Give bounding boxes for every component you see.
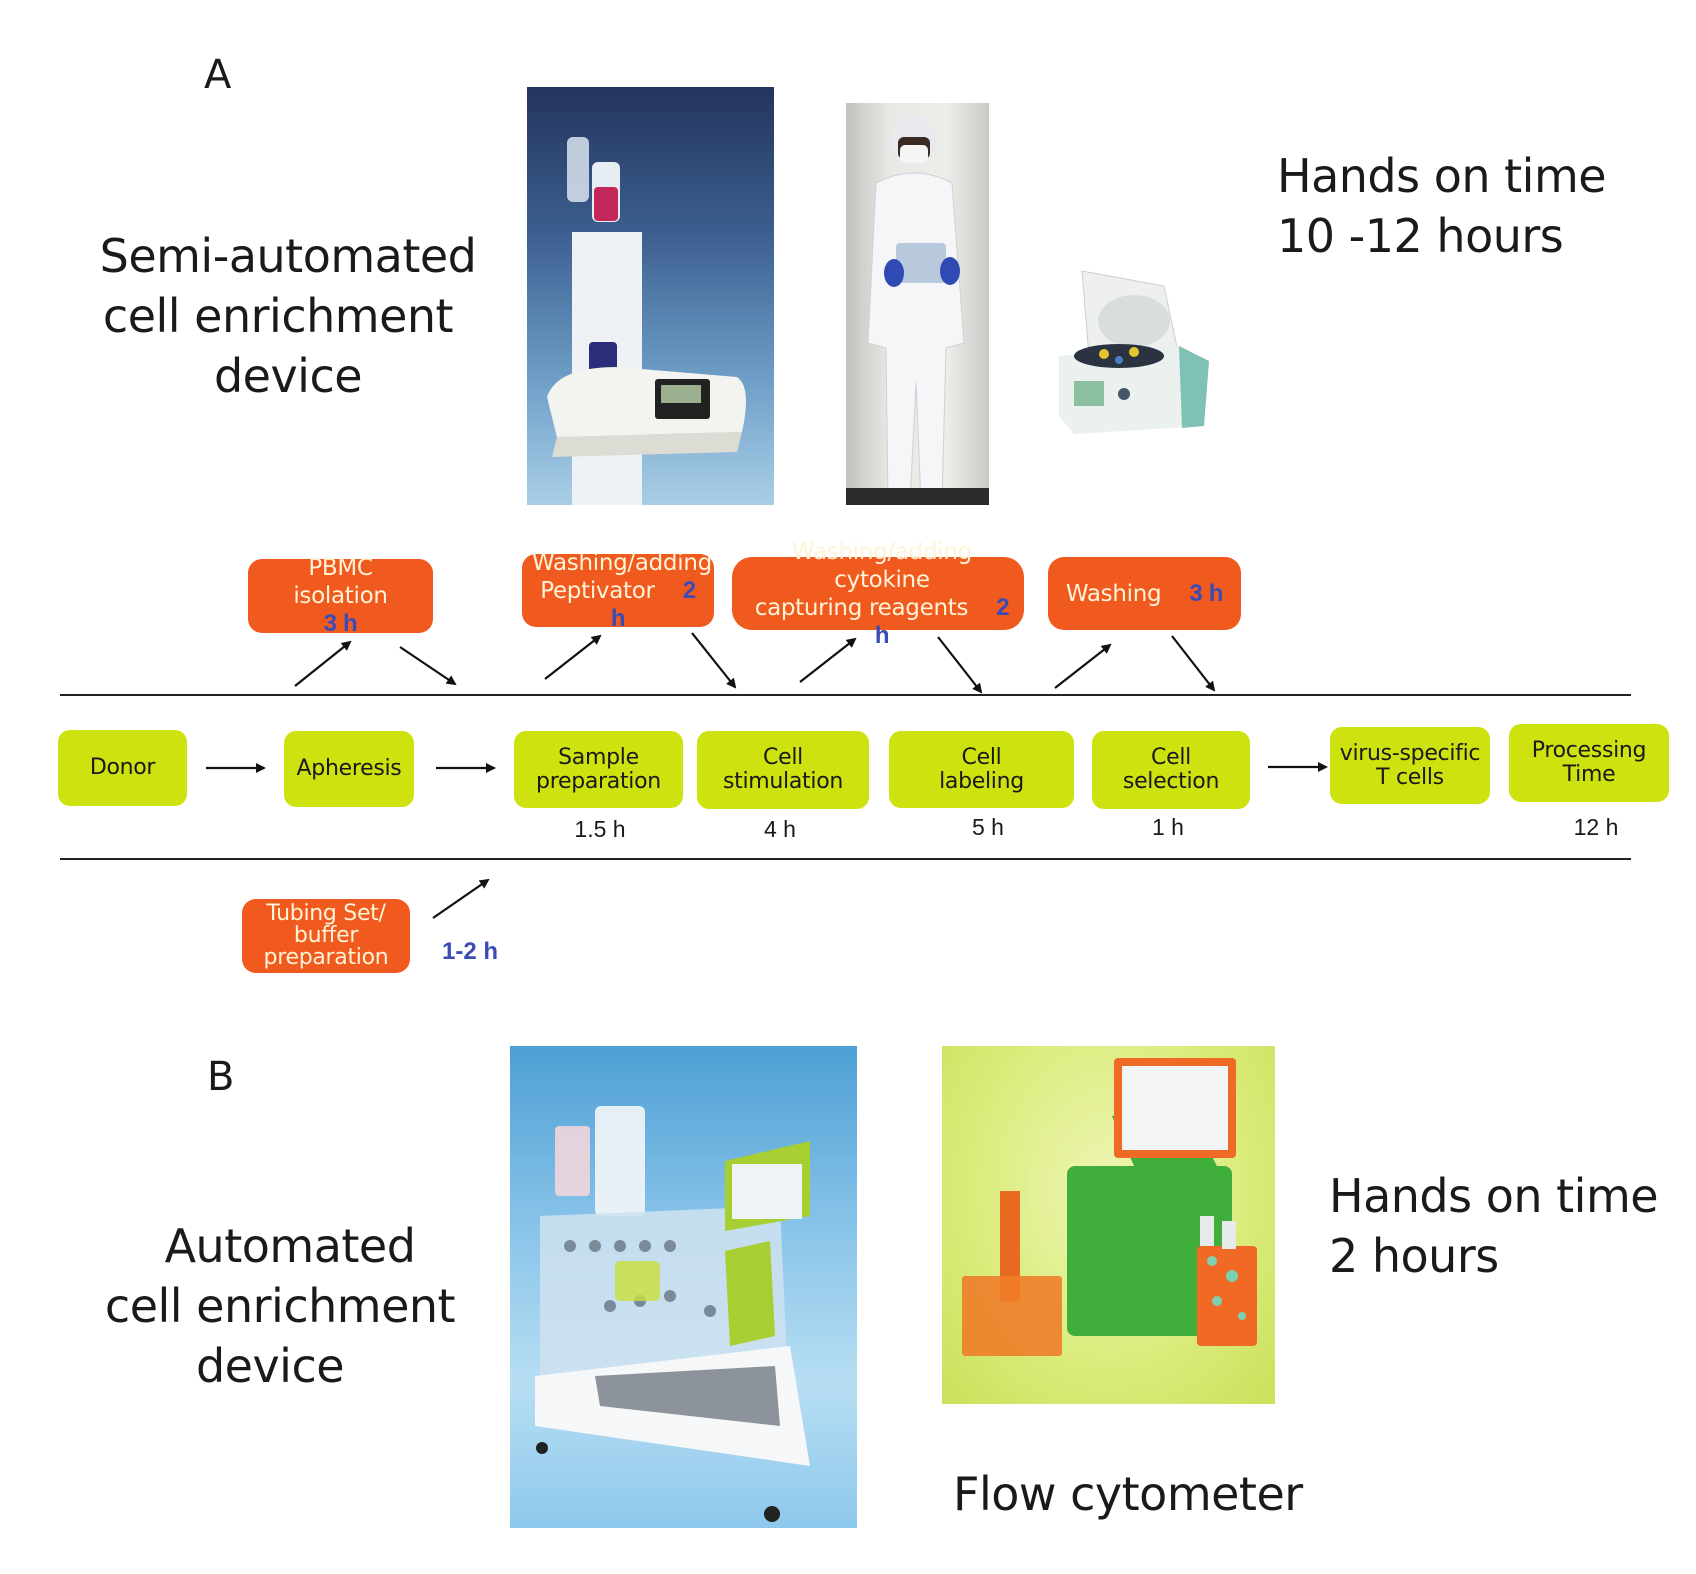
workflow-step-donor: Donor: [58, 730, 187, 806]
automated-title: Automated cell enrichment device: [100, 1216, 460, 1396]
step-label: Apheresis: [296, 756, 402, 781]
prodigy-illustration: [535, 1106, 810, 1522]
time-sample-preparation: 1.5 h: [574, 816, 626, 842]
clinimacs-plus-device-photo: [527, 87, 774, 505]
manual-step-peptivator: Washing/adding Peptivator 2 h: [522, 550, 714, 632]
device-illustration: [547, 137, 746, 505]
panel-b-label: B: [207, 1054, 235, 1100]
title-line: Semi-automated: [99, 229, 477, 283]
step-label: Washing/adding cytokine: [792, 538, 972, 593]
step-label: T cells: [1376, 764, 1444, 790]
step-label: capturing reagents: [754, 594, 969, 621]
arrow-up-cytokine: [799, 637, 857, 683]
timeline-top-divider: [60, 694, 1631, 696]
arrow-down-cytokine: [937, 636, 983, 694]
workflow-step-processing-time: Processing Time: [1509, 724, 1669, 802]
hands-on-time-b: Hands on time 2 hours: [1329, 1166, 1659, 1286]
hands-on-value: 2 hours: [1329, 1229, 1499, 1283]
title-line: cell enrichment: [104, 1279, 456, 1333]
panel-a-label: A: [204, 52, 232, 98]
step-label: labeling: [939, 768, 1024, 794]
manual-step-tubing-buffer: Tubing Set/ buffer preparation: [242, 899, 410, 973]
hands-on-label: Hands on time: [1277, 149, 1607, 203]
step-label: Tubing Set/: [266, 901, 386, 926]
hands-on-value: 10 -12 hours: [1277, 209, 1564, 263]
step-label: virus-specific: [1339, 740, 1481, 766]
title-line: Automated: [164, 1219, 416, 1273]
manual-step-cytokine-capture: Washing/adding cytokine capturing reagen…: [732, 539, 1024, 649]
step-label: Peptivator: [540, 577, 655, 604]
step-label: Sample: [558, 744, 639, 770]
workflow-step-cell-selection: Cell selection: [1092, 731, 1250, 809]
step-label: Cell: [961, 744, 1002, 770]
manual-step-washing: Washing 3 h: [1048, 557, 1241, 630]
step-label: stimulation: [722, 769, 843, 794]
tubing-time: 1-2 h: [442, 938, 499, 965]
step-label: Processing: [1531, 738, 1647, 763]
step-label: Washing: [1065, 580, 1162, 607]
cytometer-illustration: [962, 1058, 1257, 1356]
centrifuge-photo: [1054, 266, 1212, 436]
arrow-up-tubing: [432, 878, 490, 919]
timeline-bottom-divider: [60, 858, 1631, 860]
step-label: Time: [1562, 762, 1616, 787]
manual-step-pbmc-isolation: PBMC isolation 3 h: [248, 555, 433, 637]
arrow-up-peptivator: [544, 634, 602, 680]
step-time: 2 h: [874, 593, 1010, 649]
workflow-step-cell-stimulation: Cell stimulation: [697, 731, 869, 809]
flow-cytometer-photo: [942, 1046, 1275, 1404]
workflow-step-apheresis: Apheresis: [284, 731, 414, 807]
title-line: device: [195, 1339, 345, 1393]
step-time: 3 h: [323, 610, 358, 637]
time-cell-selection: 1 h: [1152, 814, 1184, 840]
time-cell-labeling: 5 h: [972, 814, 1004, 840]
arrow-down-washing: [1171, 635, 1216, 692]
title-line: cell enrichment: [102, 289, 454, 343]
step-label: selection: [1122, 769, 1220, 794]
centrifuge-illustration: [1059, 270, 1209, 434]
step-label: Cell: [763, 745, 803, 770]
step-label: buffer: [293, 923, 359, 948]
clinimacs-prodigy-photo: [510, 1046, 857, 1528]
step-label: Washing/adding: [532, 549, 712, 576]
arrow-down-pbmc: [399, 646, 457, 686]
step-label: preparation: [263, 945, 389, 970]
time-cell-stimulation: 4 h: [764, 816, 796, 842]
title-line: device: [213, 349, 363, 403]
step-label: PBMC isolation: [293, 555, 388, 609]
step-label: preparation: [536, 768, 661, 794]
workflow-step-sample-preparation: Sample preparation: [514, 731, 683, 808]
step-time: 3 h: [1189, 579, 1224, 607]
person-illustration: [846, 115, 989, 505]
hands-on-time-a: Hands on time 10 -12 hours: [1277, 146, 1607, 266]
step-time: 2 h: [610, 576, 696, 632]
operator-in-cleanroom-suit-photo: [846, 103, 989, 505]
step-label: Donor: [89, 755, 156, 780]
arrow-down-peptivator: [691, 632, 737, 689]
arrows-layer: [206, 632, 1328, 919]
hands-on-label: Hands on time: [1329, 1169, 1659, 1223]
workflow-step-virus-specific-t-cells: virus-specific T cells: [1330, 727, 1490, 804]
step-label: Cell: [1151, 745, 1191, 770]
semi-automated-title: Semi-automated cell enrichment device: [98, 226, 478, 406]
arrow-up-pbmc: [294, 640, 352, 687]
time-processing-total: 12 h: [1573, 814, 1619, 840]
flow-cytometer-label: Flow cytometer: [953, 1467, 1303, 1521]
workflow-step-cell-labeling: Cell labeling: [889, 731, 1074, 808]
arrow-up-washing: [1054, 643, 1112, 689]
